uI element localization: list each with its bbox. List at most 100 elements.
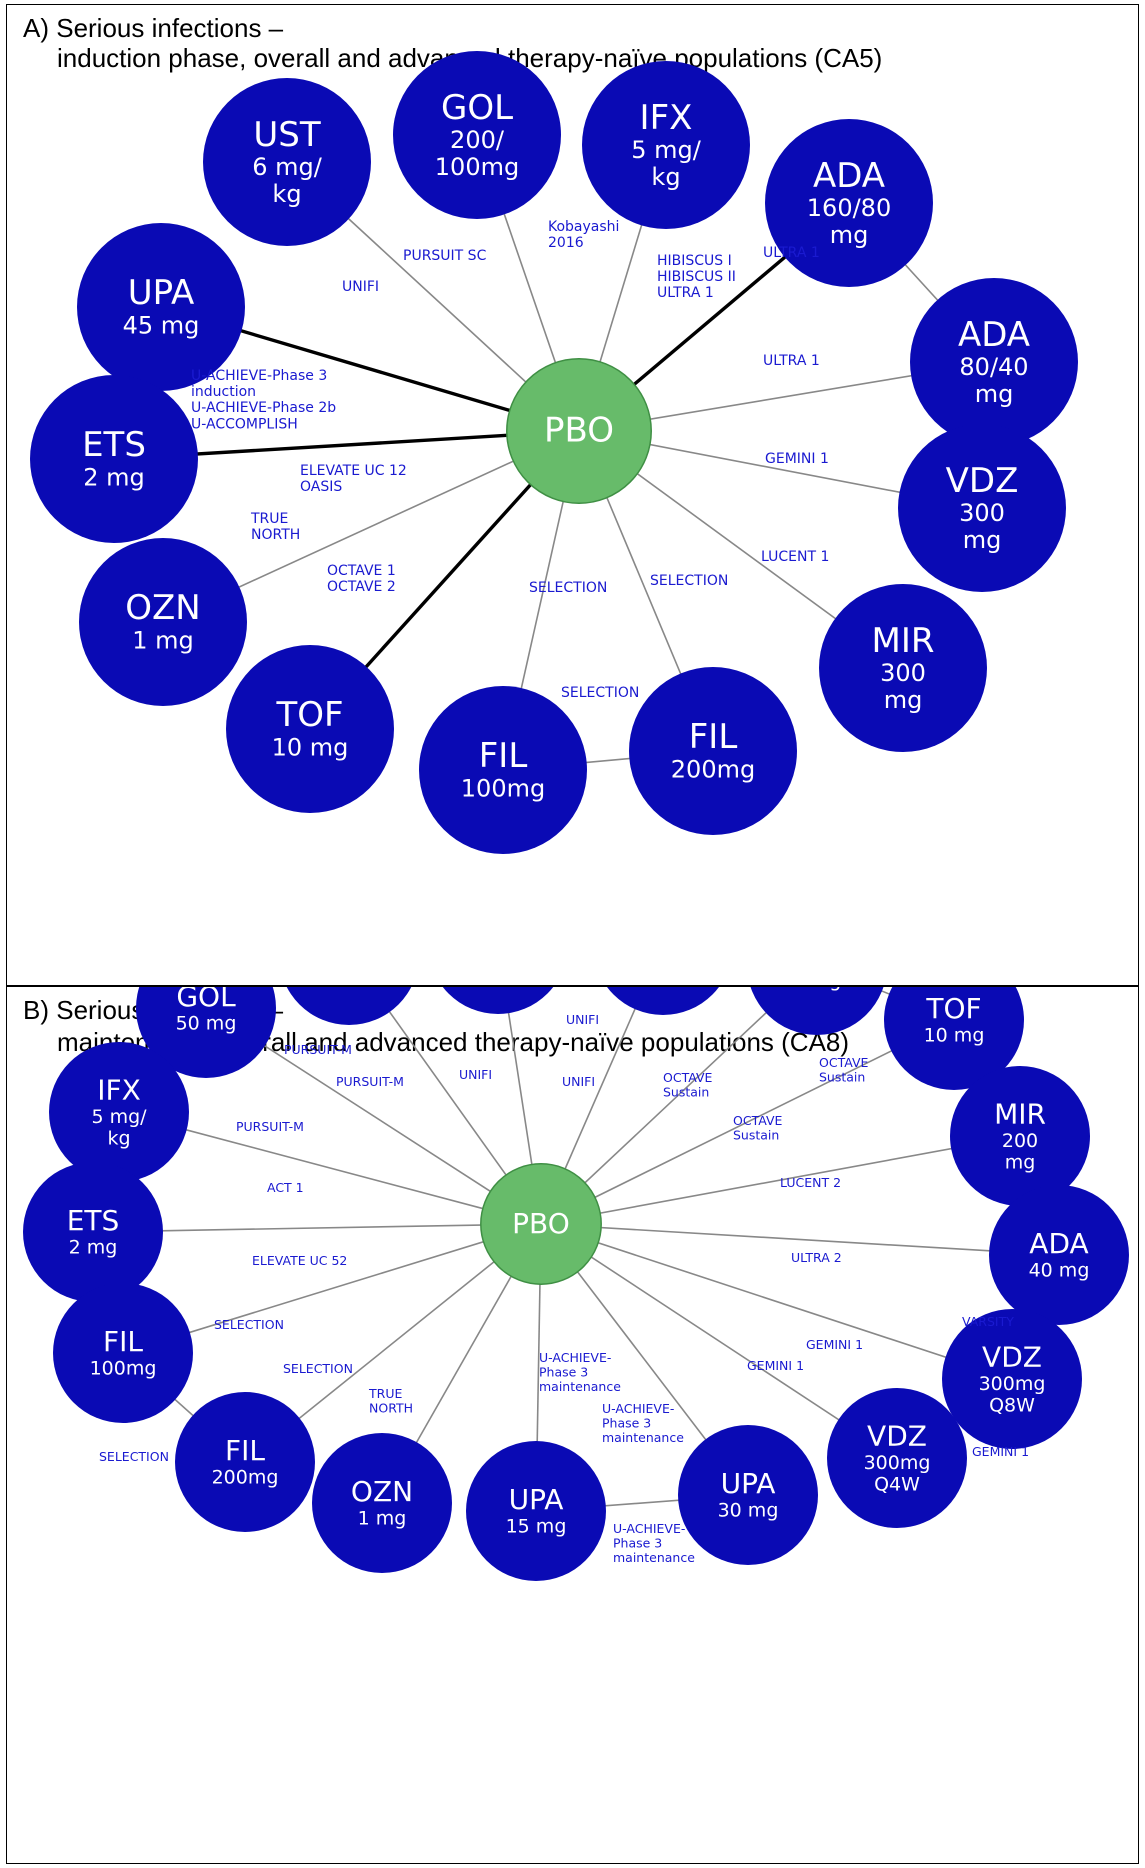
b-node-vdz4-text-1: 300mg xyxy=(864,1452,931,1474)
b-trial-label-3-line-0: UNIFI xyxy=(459,1067,492,1082)
b-node-ada-text-1: 40 mg xyxy=(1029,1260,1090,1282)
b-trial-label-7-line-1: Sustain xyxy=(733,1127,779,1142)
b-node-ets-text-0: ETS xyxy=(67,1204,120,1237)
a-node-ust-text-0: UST xyxy=(253,115,320,155)
b-node-vdz8-text-1: 300mg xyxy=(979,1373,1046,1395)
a-node-upa-circle xyxy=(77,223,245,391)
b-edge-pbo-ada xyxy=(540,1223,1060,1256)
b-node-pbo-circle xyxy=(480,1163,602,1285)
a-node-ifx-text-2: kg xyxy=(651,163,680,191)
b-node-vdz8-text-2: Q8W xyxy=(989,1394,1035,1416)
b-node-fil200-circle xyxy=(175,1392,315,1532)
b-node-upa15-text-0: UPA xyxy=(509,1483,564,1516)
b-node-tof5-circle xyxy=(750,987,884,1035)
b-trial-label-20-line-2: maintenance xyxy=(602,1430,684,1445)
a-node-vdz-text-1: 300 xyxy=(959,499,1005,527)
a-node-ust-text-1: 6 mg/ xyxy=(252,153,323,181)
b-node-gol50-text-1: 50 mg xyxy=(176,1013,237,1035)
a-trial-label-9-line-1: NORTH xyxy=(251,527,300,543)
a-trial-label-4-line-0: ULTRA 1 xyxy=(763,245,820,261)
b-node-ust12: UST90mgQ12W xyxy=(607,987,719,1015)
a-trial-label-8-line-0: GEMINI 1 xyxy=(765,451,829,467)
a-node-ets-circle xyxy=(30,375,198,543)
a-node-fil2-circle xyxy=(629,667,797,835)
b-node-tof10-text-0: TOF xyxy=(925,992,981,1025)
a-trial-label-3-line-0: HIBISCUS I xyxy=(657,253,732,269)
b-node-vdz8-circle xyxy=(942,1309,1082,1449)
b-trial-label-6-line-0: OCTAVE xyxy=(663,1070,713,1085)
b-trial-label-10-line-0: LUCENT 2 xyxy=(780,1175,841,1190)
b-edge-pbo-fil100 xyxy=(122,1223,542,1354)
b-node-mir-text-2: mg xyxy=(1005,1151,1036,1173)
a-node-vdz-text-0: VDZ xyxy=(946,461,1019,501)
b-trial-label-4-line-0: UNIFI xyxy=(562,1074,595,1089)
a-trial-label-6-line-3: U-ACCOMPLISH xyxy=(191,416,298,432)
b-node-mir-circle xyxy=(950,1066,1090,1206)
a-trial-label-5-line-0: ULTRA 1 xyxy=(763,353,820,369)
a-node-ozn-text-1: 1 mg xyxy=(132,627,194,655)
network-diagram-b: PBOGOL100 mgUST90mgQ8WUST90mgQ12WTOF5 mg… xyxy=(23,987,1129,1581)
b-node-tof5-text-1: 5 mg xyxy=(793,987,842,992)
b-trial-label-18-line-0: TRUE xyxy=(368,1386,402,1401)
b-node-mir-text-0: MIR xyxy=(994,1098,1046,1131)
b-node-fil100-text-1: 100mg xyxy=(90,1358,157,1380)
b-node-ifx-circle xyxy=(49,1042,189,1182)
a-trial-label-14-line-0: SELECTION xyxy=(561,685,639,701)
b-node-ust8-circle xyxy=(442,987,554,1014)
b-trial-label-20-line-1: Phase 3 xyxy=(602,1415,651,1430)
b-node-ada-circle xyxy=(989,1185,1129,1325)
b-edge-pbo-vdz8 xyxy=(540,1223,1013,1380)
a-node-ets-text-1: 2 mg xyxy=(83,464,145,492)
a-node-mir-text-0: MIR xyxy=(872,621,935,661)
b-node-fil200-text-0: FIL xyxy=(225,1434,265,1467)
b-edge-labels: PURSUIT-M PURSUIT-M PURSUIT-M UNIFI UNIFI UNI… xyxy=(99,1012,1029,1565)
b-node-tof10-text-1: 10 mg xyxy=(924,1025,985,1047)
a-trial-label-11-line-0: OCTAVE 1 xyxy=(327,563,396,579)
b-node-ets-text-1: 2 mg xyxy=(69,1237,118,1259)
a-node-ada2-text-1: 80/40 xyxy=(959,353,1028,381)
b-trial-label-0-line-0: PURSUIT-M xyxy=(284,1042,352,1057)
a-trial-label-13-line-0: SELECTION xyxy=(650,573,728,589)
b-trial-label-5-line-0: UNIFI xyxy=(566,1012,599,1027)
b-trial-label-18-line-1: NORTH xyxy=(369,1400,413,1415)
b-node-vdz8-text-0: VDZ xyxy=(982,1341,1042,1374)
a-node-ozn-text-0: OZN xyxy=(125,588,201,628)
b-node-tof10-circle xyxy=(884,987,1024,1090)
a-node-gol-text-1: 200/ xyxy=(450,126,505,154)
a-node-pbo-text-0: PBO xyxy=(544,411,614,451)
a-node-ifx-text-0: IFX xyxy=(640,98,693,138)
b-node-upa30-text-0: UPA xyxy=(721,1467,776,1500)
b-node-upa15-text-1: 15 mg xyxy=(506,1516,567,1538)
b-node-ust8: UST90mgQ8W xyxy=(442,987,554,1014)
a-node-fil1-text-0: FIL xyxy=(479,736,528,776)
b-trial-label-1-line-0: PURSUIT-M xyxy=(336,1074,404,1089)
b-node-vdz4-text-0: VDZ xyxy=(867,1420,927,1453)
b-trial-label-2-line-0: PURSUIT-M xyxy=(236,1119,304,1134)
b-trial-label-16-line-0: SELECTION xyxy=(283,1361,353,1376)
b-trial-label-12-line-0: ULTRA 2 xyxy=(791,1250,842,1265)
b-node-vdz4-text-2: Q4W xyxy=(874,1473,920,1495)
a-node-fil1-circle xyxy=(419,686,587,854)
b-trial-label-8-line-1: Sustain xyxy=(819,1069,865,1084)
b-edge-pbo-ets xyxy=(92,1223,542,1233)
b-trial-label-17-line-0: GEMINI 1 xyxy=(747,1358,804,1373)
b-node-upa30-text-1: 30 mg xyxy=(718,1500,779,1522)
b-trial-label-19-line-1: Phase 3 xyxy=(539,1364,588,1379)
b-node-upa15-circle xyxy=(466,1441,606,1581)
b-node-gol100-circle xyxy=(286,987,412,1025)
a-node-ozn-circle xyxy=(79,538,247,706)
b-edge-pbo-ifx xyxy=(118,1111,542,1225)
